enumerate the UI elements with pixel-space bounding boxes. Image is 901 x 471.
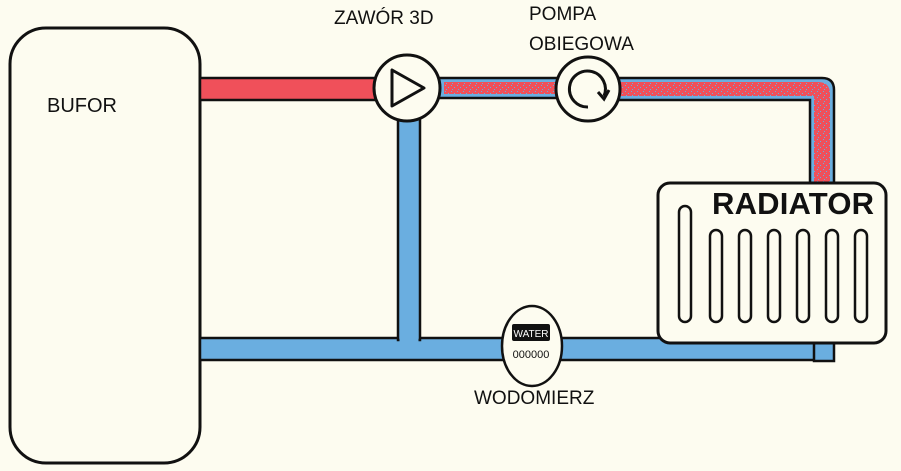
radiator-fin xyxy=(708,228,724,324)
radiator-fin xyxy=(824,228,840,324)
radiator xyxy=(656,181,888,345)
three-way-valve xyxy=(372,53,442,123)
radiator-fin xyxy=(766,228,782,324)
hot-supply-pipe xyxy=(198,76,380,102)
buffer-label: BUFOR xyxy=(47,95,117,117)
buffer-tank xyxy=(8,26,202,465)
pump-label-line2: OBIEGOWA xyxy=(529,34,634,55)
radiator-fin xyxy=(677,204,693,324)
radiator-fin xyxy=(853,228,869,324)
meter-badge: WATER xyxy=(514,329,549,340)
rotation-arrow-icon xyxy=(567,69,607,109)
radiator-fin xyxy=(737,228,753,324)
valve-triangle-icon xyxy=(390,68,426,108)
circulation-pump xyxy=(554,55,622,123)
valve-label: ZAWÓR 3D xyxy=(334,7,434,29)
pump-label-line1: POMPA xyxy=(529,4,597,25)
bypass-pipe xyxy=(396,113,422,342)
meter-label: WODOMIERZ xyxy=(474,388,595,409)
water-meter: WATER 000000 xyxy=(500,304,564,388)
meter-reading: 000000 xyxy=(513,349,550,361)
radiator-label: RADIATOR xyxy=(712,186,874,221)
radiator-fin xyxy=(795,228,811,324)
